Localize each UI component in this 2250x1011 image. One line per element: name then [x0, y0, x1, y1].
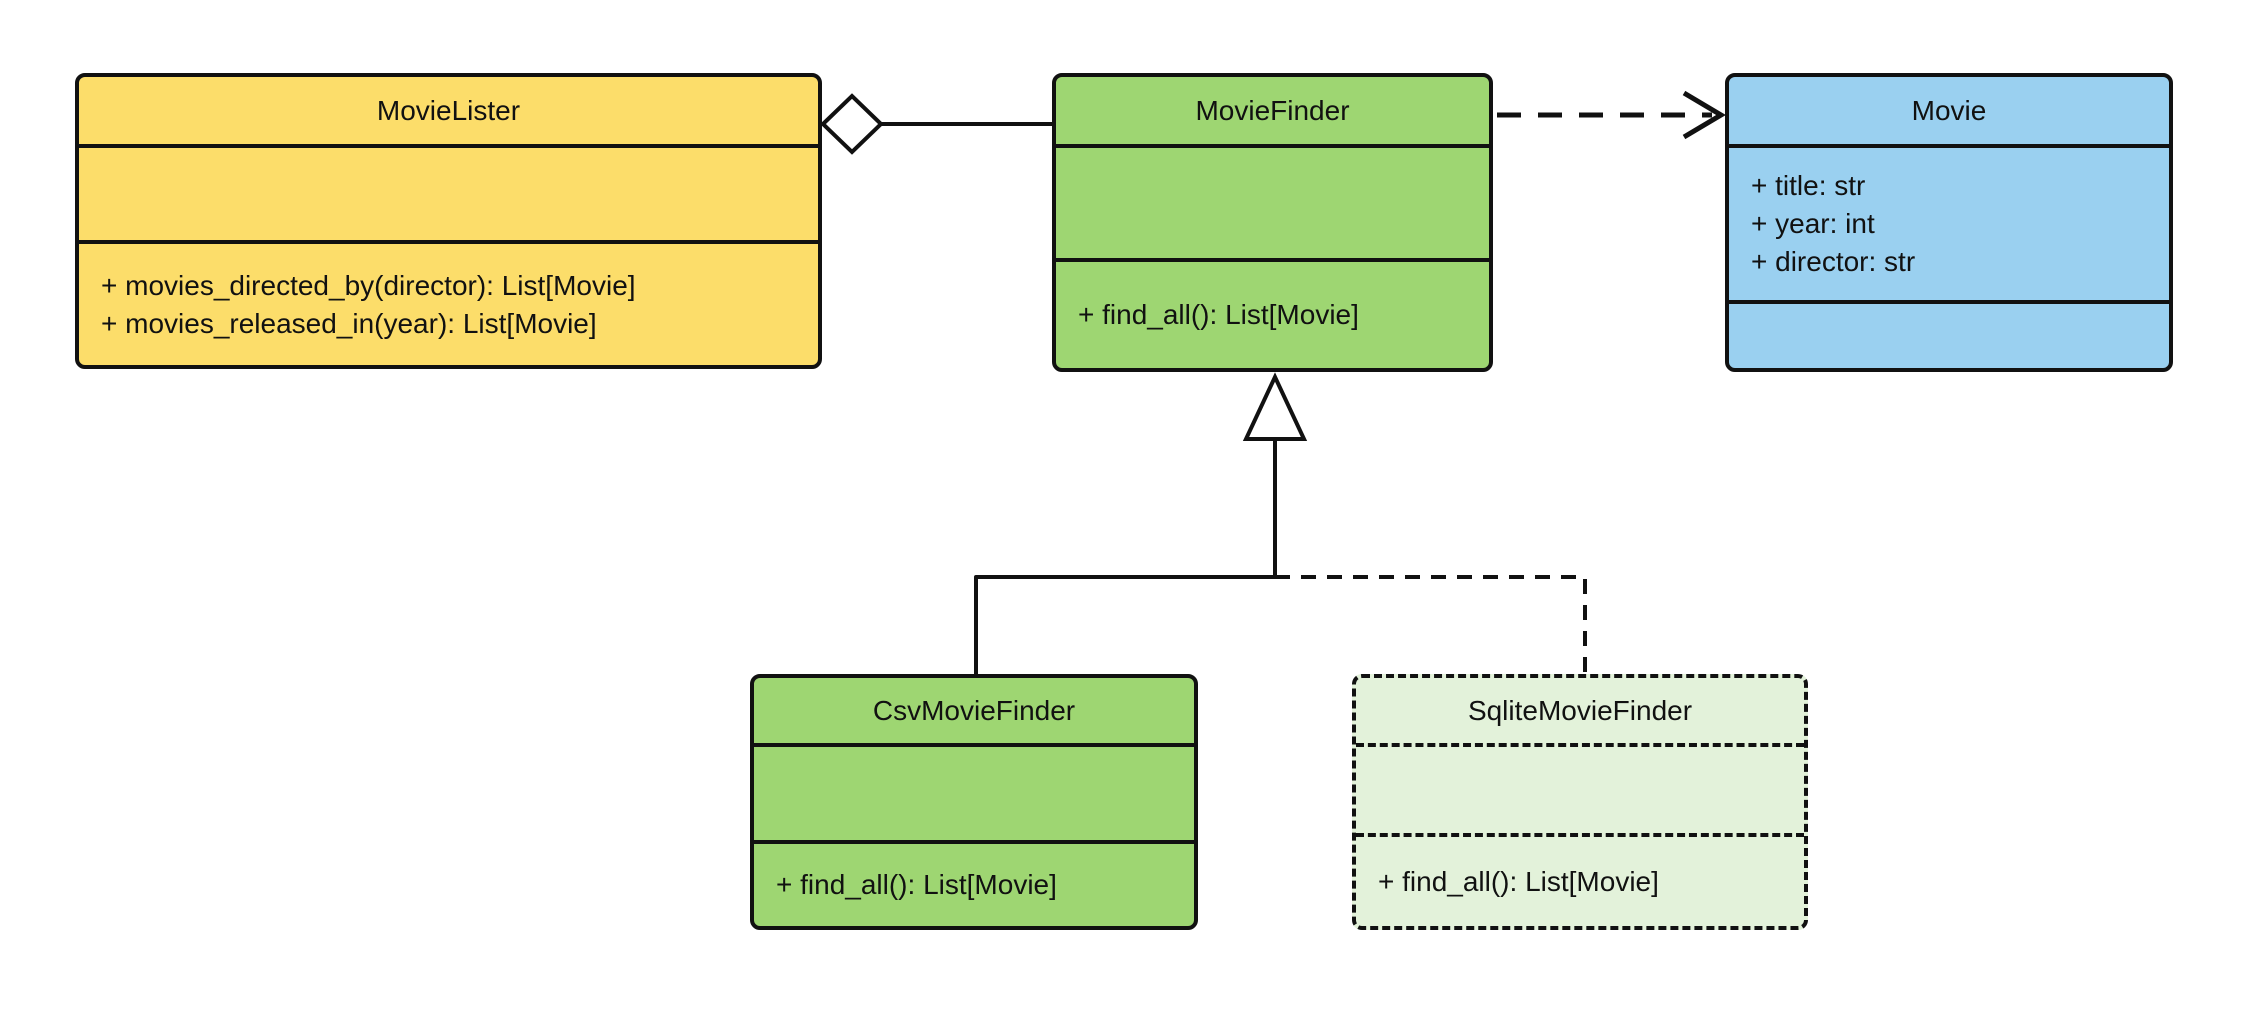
- methods-section: + find_all(): List[Movie]: [1056, 262, 1489, 368]
- inheritance-branch-sqlite-line: [1275, 575, 1587, 676]
- class-title: SqliteMovieFinder: [1356, 678, 1804, 747]
- class-movie: Movie + title: str + year: int + directo…: [1725, 73, 2173, 372]
- class-name-label: MovieFinder: [1195, 94, 1350, 126]
- attributes-section: [1056, 148, 1489, 262]
- class-title: CsvMovieFinder: [754, 678, 1194, 747]
- class-name-label: CsvMovieFinder: [872, 694, 1076, 726]
- method-label: + find_all(): List[Movie]: [1078, 299, 1359, 330]
- attribute-label: + title: str: [1751, 170, 1866, 201]
- method-label: + movies_released_in(year): List[Movie]: [101, 307, 597, 339]
- method-label: + find_all(): List[Movie]: [1378, 865, 1659, 897]
- method-label: + find_all(): List[Movie]: [776, 869, 1057, 900]
- class-name-label: MovieLister: [376, 94, 521, 126]
- class-moviefinder: MovieFinder + find_all(): List[Movie]: [1052, 73, 1493, 372]
- class-name-label: Movie: [1911, 94, 1987, 126]
- aggregation-diamond-icon: [820, 93, 884, 155]
- dependency-arrowhead-icon: [1682, 90, 1726, 140]
- attributes-section: [754, 747, 1194, 844]
- class-sqlitemoviefinder: SqliteMovieFinder + find_all(): List[Mov…: [1352, 674, 1808, 930]
- methods-section: + movies_directed_by(director): List[Mov…: [79, 244, 818, 365]
- attribute-label: + year: int: [1751, 208, 1875, 239]
- class-title: MovieFinder: [1056, 77, 1489, 148]
- methods-section: [1729, 304, 2169, 368]
- attributes-section: + title: str + year: int + director: str: [1729, 148, 2169, 304]
- class-name-label: SqliteMovieFinder: [1467, 694, 1693, 726]
- class-csvmoviefinder: CsvMovieFinder + find_all(): List[Movie]: [750, 674, 1198, 930]
- class-title: MovieLister: [79, 77, 818, 148]
- attributes-section: [79, 148, 818, 244]
- methods-section: + find_all(): List[Movie]: [754, 844, 1194, 926]
- method-label: + movies_directed_by(director): List[Mov…: [101, 269, 636, 301]
- attribute-label: + director: str: [1751, 246, 1916, 277]
- attributes-section: [1356, 747, 1804, 837]
- inheritance-triangle-icon: [1242, 372, 1308, 441]
- class-title: Movie: [1729, 77, 2169, 148]
- methods-section: + find_all(): List[Movie]: [1356, 837, 1804, 926]
- class-movielister: MovieLister + movies_directed_by(directo…: [75, 73, 822, 369]
- inheritance-branch-csv-line: [974, 575, 1275, 676]
